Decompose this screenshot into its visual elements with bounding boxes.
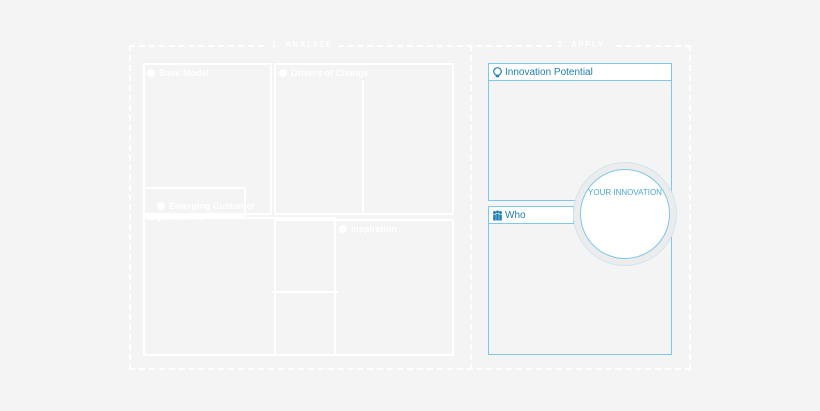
your-innovation-label: YOUR INNOVATION xyxy=(588,188,662,197)
section-divider xyxy=(470,45,472,370)
lightbulb-head-icon xyxy=(493,67,502,78)
emerging-customer-expectations-header: Emerging Customer Expectations xyxy=(147,190,255,222)
drivers-of-change-label: Drivers of Change xyxy=(291,68,369,78)
drivers-of-change-inner-line xyxy=(362,80,454,215)
innovation-potential-label: Innovation Potential xyxy=(505,67,593,78)
leaf-icon xyxy=(279,69,287,77)
canvas-frame xyxy=(129,45,691,370)
inspiration-header: Inspiration xyxy=(339,222,397,236)
inspiration-step-line xyxy=(272,291,338,293)
people-icon xyxy=(493,210,502,221)
circle-icon xyxy=(147,69,155,77)
your-innovation-circle xyxy=(580,169,670,259)
base-model-box xyxy=(143,63,272,215)
emerging-customer-expectations-header-box xyxy=(143,187,246,217)
drivers-of-change-header: Drivers of Change xyxy=(279,66,369,80)
base-model-label: Base Model xyxy=(159,68,210,78)
refresh-arrow-icon xyxy=(339,225,347,233)
base-model-header: Base Model xyxy=(147,66,209,80)
section-label-apply: 2. APPLY xyxy=(552,38,611,52)
innovation-potential-header: Innovation Potential xyxy=(488,63,672,81)
who-label: Who xyxy=(505,210,526,221)
drivers-of-change-box xyxy=(274,63,454,215)
who-header: Who xyxy=(488,206,574,224)
inspiration-box xyxy=(274,219,454,356)
inspiration-label: Inspiration xyxy=(351,224,398,234)
speech-bubble-icon xyxy=(157,202,166,210)
emerging-customer-expectations-box xyxy=(143,217,336,356)
section-label-analyze: 1. ANALYZE xyxy=(266,38,339,52)
